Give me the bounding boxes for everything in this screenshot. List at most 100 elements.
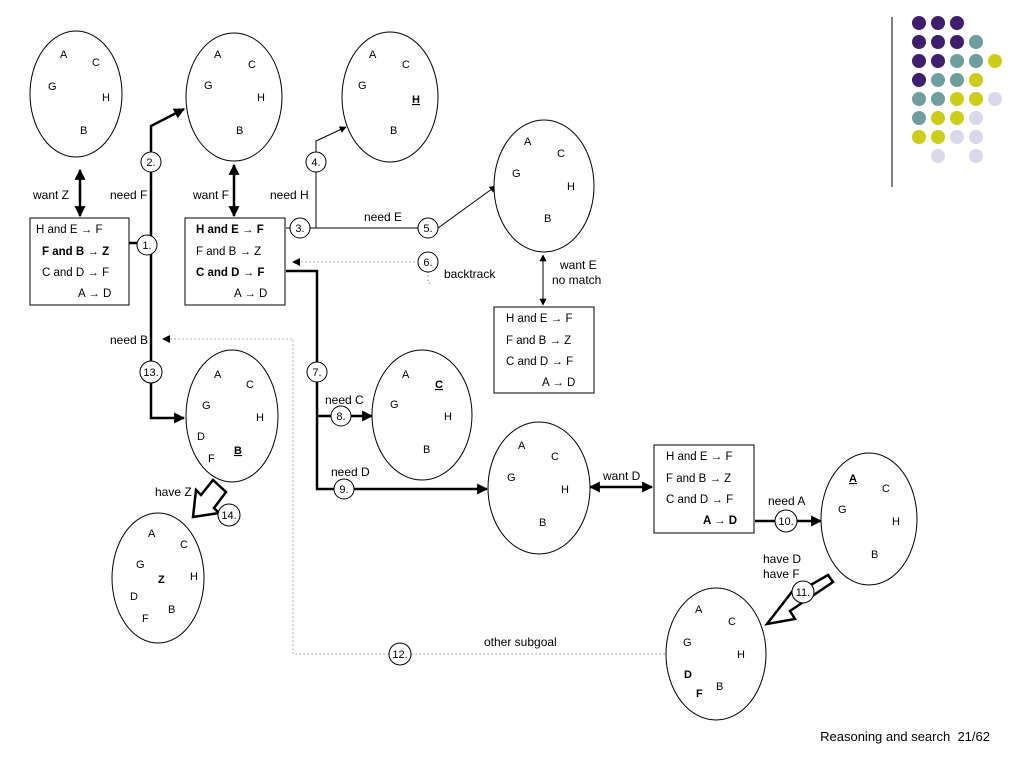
svg-text:Z: Z [158, 574, 165, 586]
decorative-dot [912, 111, 926, 125]
rule-box-2: H and E → F F and B → Z C and D → F A → … [184, 217, 286, 306]
step-5: 5. [417, 217, 439, 239]
label-need-h: need H [270, 188, 309, 202]
rule-box-1: H and E → F F and B → Z C and D → F A → … [29, 217, 130, 306]
rule-box-4: H and E → F F and B → Z C and D → F A → … [653, 444, 755, 534]
step5-path [316, 185, 497, 229]
label-need-f: need F [110, 188, 147, 202]
svg-text:C: C [551, 451, 559, 463]
decorative-dot [931, 16, 945, 30]
label-have-f: have F [763, 567, 800, 581]
step-14: 14. [217, 503, 241, 527]
label-want-z: want Z [32, 188, 69, 202]
svg-text:12.: 12. [392, 649, 407, 661]
decorative-dot [969, 54, 983, 68]
svg-text:C and D → F: C and D → F [506, 356, 573, 368]
svg-text:H: H [567, 181, 575, 193]
svg-text:F and B → Z: F and B → Z [196, 246, 261, 258]
svg-text:H and E → F: H and E → F [36, 224, 102, 236]
label-have-z: have Z [155, 485, 192, 499]
decorative-dot [950, 111, 964, 125]
decorative-dot-grid [912, 16, 1002, 163]
decorative-dot [988, 92, 1002, 106]
svg-text:H: H [561, 484, 569, 496]
label-other-subgoal: other subgoal [484, 635, 557, 649]
svg-text:G: G [390, 399, 399, 411]
svg-text:B: B [80, 125, 87, 137]
label-want-e: want E [559, 258, 597, 272]
svg-text:C and D → F: C and D → F [666, 494, 733, 506]
step-10: 10. [774, 509, 798, 533]
decorative-dot [969, 73, 983, 87]
memory-4: A C G H B [493, 119, 595, 253]
svg-text:F: F [208, 453, 215, 465]
memory-2: A C G H B [185, 32, 283, 162]
step4-path [286, 126, 347, 229]
decorative-dot [950, 54, 964, 68]
svg-text:B: B [168, 604, 175, 616]
svg-text:G: G [683, 637, 692, 649]
svg-text:G: G [507, 472, 516, 484]
label-want-d: want D [602, 469, 641, 483]
svg-text:C: C [402, 59, 410, 71]
svg-text:D: D [197, 431, 205, 443]
memory-7: A C G H B [371, 349, 473, 481]
label-need-a: need A [768, 494, 805, 508]
decorative-dot [931, 35, 945, 49]
svg-text:A: A [60, 49, 68, 61]
svg-text:G: G [358, 80, 367, 92]
step-2: 2. [140, 151, 162, 173]
svg-text:6.: 6. [423, 257, 432, 269]
label-want-f: want F [192, 188, 229, 202]
svg-text:H: H [257, 92, 265, 104]
memory-5: A C G H D F B [185, 349, 279, 483]
decorative-dot [912, 130, 926, 144]
decorative-dot [912, 54, 926, 68]
svg-text:G: G [202, 400, 211, 412]
svg-text:A: A [518, 440, 526, 452]
svg-text:C and D → F: C and D → F [196, 267, 264, 279]
svg-text:C: C [246, 379, 254, 391]
step-4: 4. [305, 151, 327, 173]
decorative-dot [931, 73, 945, 87]
step-9: 9. [333, 478, 355, 500]
svg-text:B: B [390, 125, 397, 137]
label-need-e: need E [364, 210, 402, 224]
label-need-c: need C [325, 393, 364, 407]
step-11: 11. [791, 580, 815, 604]
svg-text:F and B → Z: F and B → Z [666, 473, 731, 485]
label-no-match: no match [552, 273, 601, 287]
svg-text:8.: 8. [336, 411, 345, 423]
svg-text:G: G [512, 168, 521, 180]
svg-text:C and D → F: C and D → F [42, 267, 109, 279]
svg-text:C: C [882, 483, 890, 495]
step-13: 13. [139, 360, 163, 384]
svg-text:1.: 1. [142, 240, 151, 252]
svg-text:H: H [256, 412, 264, 424]
svg-text:11.: 11. [796, 587, 810, 599]
memory-8: A C G H B [487, 421, 591, 555]
step-8: 8. [330, 405, 352, 427]
decorative-dot [969, 130, 983, 144]
memory-9: A C G H B [820, 452, 918, 586]
svg-text:A → D: A → D [542, 377, 575, 389]
svg-text:7.: 7. [312, 367, 321, 379]
backtrack-path [300, 261, 430, 284]
need-b-arrowhead [162, 335, 170, 343]
memory-6: A C G Z H D B F [111, 512, 205, 644]
slide-title: Reasoning and search [820, 729, 951, 744]
decorative-dot [931, 149, 945, 163]
svg-text:A: A [695, 604, 703, 616]
step-6: 6. [417, 251, 439, 273]
svg-text:H: H [444, 411, 452, 423]
svg-text:D: D [684, 669, 692, 681]
svg-text:C: C [557, 148, 565, 160]
svg-text:B: B [539, 517, 546, 529]
decorative-dot [912, 92, 926, 106]
decorative-dot [988, 54, 1002, 68]
decorative-dot [912, 35, 926, 49]
svg-text:A → D: A → D [78, 288, 111, 300]
slide-footer: Reasoning and search 21/62 [820, 729, 990, 744]
svg-text:G: G [204, 80, 213, 92]
step-3: 3. [289, 217, 311, 239]
